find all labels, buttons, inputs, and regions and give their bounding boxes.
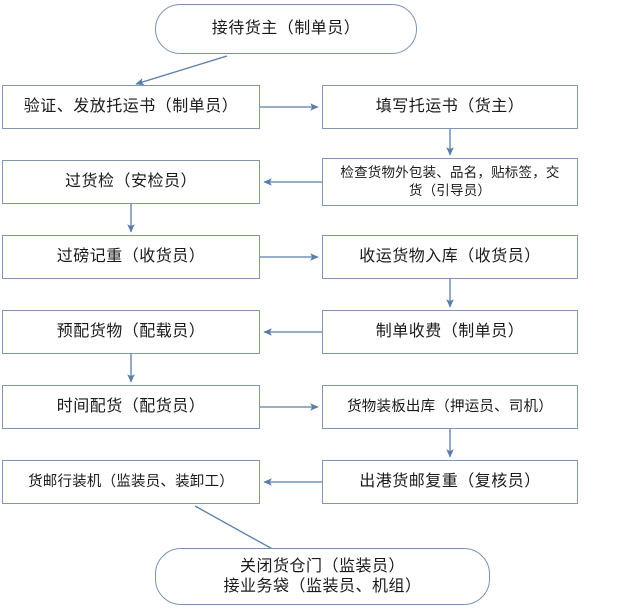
node-reweigh[interactable]: 出港货邮复重（复核员）: [322, 460, 578, 504]
node-preassign-goods-label: 预配货物（配载员）: [56, 323, 206, 340]
node-inspect-goods[interactable]: 检查货物外包装、品名，贴标签，交 货（引导员）: [322, 158, 578, 206]
node-start[interactable]: 接待货主（制单员）: [155, 4, 417, 54]
node-palletize-out[interactable]: 货物装板出库（押运员、司机）: [322, 385, 578, 429]
node-store-goods-label: 收运货物入库（收货员）: [359, 248, 541, 265]
node-start-label: 接待货主（制单员）: [211, 20, 361, 37]
node-palletize-out-label: 货物装板出库（押运员、司机）: [347, 398, 553, 415]
node-end-label: 关闭货仓门（监装员） 接业务袋（监装员、机组）: [223, 557, 422, 595]
node-fill-waybill[interactable]: 填写托运书（货主）: [322, 85, 578, 129]
node-verify-issue-waybill[interactable]: 验证、发放托运书（制单员）: [2, 85, 260, 129]
node-preassign-goods[interactable]: 预配货物（配载员）: [2, 310, 260, 354]
node-inspect-goods-label: 检查货物外包装、品名，贴标签，交 货（引导员）: [340, 165, 560, 198]
node-security-check[interactable]: 过货检（安检员）: [2, 160, 260, 204]
node-security-check-label: 过货检（安检员）: [64, 173, 197, 190]
node-time-assign[interactable]: 时间配货（配货员）: [2, 385, 260, 429]
node-verify-issue-waybill-label: 验证、发放托运书（制单员）: [23, 98, 239, 115]
node-fill-waybill-label: 填写托运书（货主）: [375, 98, 525, 115]
node-load-aircraft-label: 货邮行装机（监装员、装卸工）: [28, 473, 234, 490]
connector-start-to-verify: [135, 55, 228, 86]
node-store-goods[interactable]: 收运货物入库（收货员）: [322, 235, 578, 279]
node-billing-fee[interactable]: 制单收费（制单员）: [322, 310, 578, 354]
node-reweigh-label: 出港货邮复重（复核员）: [359, 473, 541, 490]
node-weigh-record-label: 过磅记重（收货员）: [56, 248, 206, 265]
node-weigh-record[interactable]: 过磅记重（收货员）: [2, 235, 260, 279]
node-time-assign-label: 时间配货（配货员）: [56, 398, 206, 415]
node-load-aircraft[interactable]: 货邮行装机（监装员、装卸工）: [2, 460, 260, 504]
node-end[interactable]: 关闭货仓门（监装员） 接业务袋（监装员、机组）: [155, 548, 490, 605]
node-billing-fee-label: 制单收费（制单员）: [375, 323, 525, 340]
